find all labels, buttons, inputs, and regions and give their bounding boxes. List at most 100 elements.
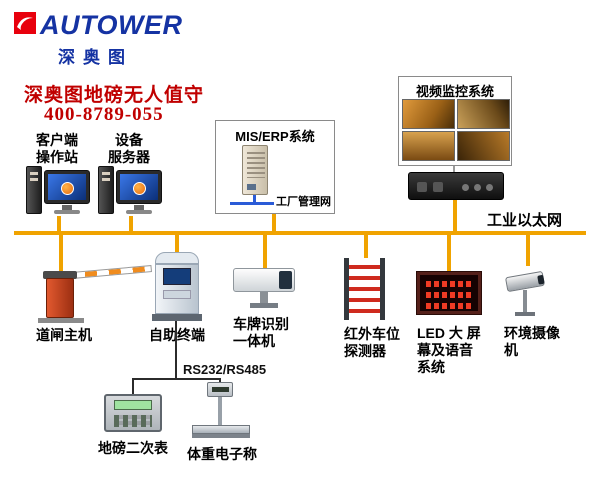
mis-erp-box: MIS/ERP系统 工厂管理网 — [215, 120, 335, 214]
monitor-stand — [62, 205, 72, 210]
self-service-kiosk — [152, 252, 205, 322]
label-meter: 地磅二次表 — [98, 440, 168, 456]
serial-label: RS232/RS485 — [183, 362, 267, 377]
kiosk-panel — [163, 290, 191, 299]
scale-pole — [218, 397, 222, 425]
camera-arm — [523, 290, 527, 312]
logo-brand-cn: 深奥图 — [58, 48, 133, 67]
client-computer — [26, 166, 92, 216]
computer-monitor — [116, 170, 162, 204]
led-display — [417, 272, 481, 314]
video-surveillance-box: 视频监控系统 — [398, 76, 512, 166]
label-client-line1: 客户端 — [36, 132, 78, 148]
lpr-camera — [233, 268, 297, 310]
monitor-base — [54, 210, 80, 214]
lpr-lens-window — [279, 271, 292, 289]
camera-body — [504, 270, 546, 293]
computer-tower — [98, 166, 114, 214]
bus-drop-client-computer — [57, 216, 61, 231]
video-dvr-connector — [453, 166, 455, 172]
barrier-cabinet — [46, 278, 74, 318]
bus-drop-led — [447, 235, 451, 272]
label-device-server: 设备 服务器 — [96, 132, 162, 166]
scale-head-display — [207, 382, 233, 397]
erp-server-tower — [242, 145, 268, 195]
infrared-detector — [344, 258, 386, 320]
monitor-base — [126, 210, 152, 214]
label-led-line2: 幕及语音 — [417, 342, 473, 358]
ethernet-bus-line — [14, 231, 586, 235]
video-thumb-3 — [402, 131, 455, 161]
indicator-keys — [114, 415, 152, 427]
bus-drop-infrared — [364, 235, 368, 258]
label-led-line1: LED 大 屏 — [417, 325, 481, 341]
kiosk-head — [155, 252, 199, 264]
label-lpr-line2: 一体机 — [233, 333, 275, 349]
camera-lens — [537, 274, 545, 285]
factory-network-label: 工厂管理网 — [276, 196, 331, 208]
serial-line-vertical — [175, 321, 177, 378]
computer-tower — [26, 166, 42, 214]
label-server-line2: 服务器 — [108, 149, 150, 165]
server-computer — [98, 166, 164, 216]
electronic-scale — [192, 382, 252, 438]
phone-number: 400-8789-055 — [44, 104, 164, 125]
label-client-station: 客户端 操作站 — [22, 132, 92, 166]
environment-camera — [504, 266, 552, 318]
label-led: LED 大 屏 幕及语音 系统 — [417, 325, 481, 376]
label-envcam-line1: 环境摄像 — [504, 325, 560, 341]
headline-text: 深奥图地磅无人值守 — [24, 85, 205, 106]
logo: AUTOWER 深奥图 — [14, 10, 184, 72]
bus-drop-dvr — [453, 200, 457, 231]
monitor-screen — [48, 174, 86, 200]
label-kiosk: 自助终端 — [149, 327, 205, 343]
barrier-gate — [36, 265, 156, 326]
monitor-stand — [134, 205, 144, 210]
led-text-row — [426, 281, 472, 287]
led-text-row — [426, 303, 472, 309]
label-led-line3: 系统 — [417, 359, 445, 375]
indicator-screen — [114, 400, 152, 410]
serial-line-to-scale — [219, 378, 221, 384]
scale-platform — [192, 425, 250, 438]
video-thumb-1 — [402, 99, 455, 129]
label-infrared: 红外车位 探测器 — [344, 326, 400, 360]
label-client-line2: 操作站 — [36, 149, 78, 165]
logo-square-icon — [14, 12, 36, 34]
label-lpr: 车牌识别 一体机 — [233, 316, 289, 350]
logo-brand-text: AUTOWER — [40, 10, 183, 40]
bus-drop-envcam — [526, 235, 530, 266]
serial-line-to-meter — [132, 378, 134, 394]
label-infrared-line2: 探测器 — [344, 343, 386, 359]
bus-drop-kiosk — [175, 235, 179, 254]
lpr-mount — [260, 292, 268, 303]
video-thumb-4 — [457, 131, 510, 161]
ir-sensor-bars — [349, 265, 380, 315]
mis-erp-title: MIS/ERP系统 — [235, 129, 315, 144]
factory-network-line — [230, 202, 274, 205]
barrier-base — [38, 318, 84, 323]
label-infrared-line1: 红外车位 — [344, 326, 400, 342]
label-lpr-line1: 车牌识别 — [233, 316, 289, 332]
label-envcam-line2: 机 — [504, 342, 518, 358]
weighbridge-indicator — [104, 394, 162, 432]
network-drop-line — [253, 195, 256, 202]
video-thumbnails — [402, 99, 510, 161]
monitor-screen — [120, 174, 158, 200]
ir-post-left — [344, 258, 349, 320]
video-thumb-2 — [457, 99, 510, 129]
dvr-recorder — [408, 172, 504, 200]
led-text-row — [426, 292, 472, 298]
bus-drop-server-computer — [129, 216, 133, 231]
barrier-arm — [71, 265, 153, 279]
ethernet-bus-label: 工业以太网 — [487, 212, 563, 229]
bus-drop-mis-box — [272, 214, 276, 231]
label-server-line1: 设备 — [115, 132, 143, 148]
bus-drop-lpr — [263, 235, 267, 268]
ir-post-right — [380, 258, 385, 320]
logo-swoosh-icon — [17, 17, 33, 30]
lpr-base — [250, 303, 278, 308]
camera-base — [515, 312, 535, 316]
kiosk-screen — [163, 268, 191, 285]
